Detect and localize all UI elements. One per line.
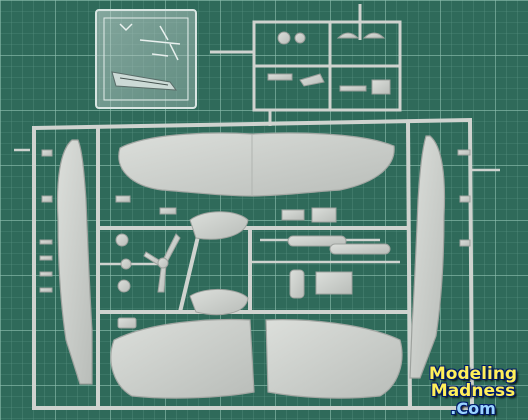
tailplane-left xyxy=(189,211,249,240)
lower-wing-left xyxy=(110,318,255,399)
clear-parts-sprue xyxy=(95,9,197,109)
watermark-line-2: Madness xyxy=(430,380,516,401)
main-sprue-frame xyxy=(32,117,475,410)
lower-wing-right xyxy=(265,319,403,399)
upper-wing xyxy=(118,132,395,197)
watermark-line-3: .Com xyxy=(450,398,496,418)
small-parts-sprue xyxy=(210,4,402,126)
tailplane-right xyxy=(189,288,249,316)
left-fuselage-half xyxy=(56,139,93,385)
modelingmadness-watermark: Modeling Madness .Com xyxy=(420,364,526,418)
propeller xyxy=(143,233,181,293)
watermark-line-1: Modeling xyxy=(428,363,518,384)
right-fuselage-half xyxy=(409,135,446,379)
